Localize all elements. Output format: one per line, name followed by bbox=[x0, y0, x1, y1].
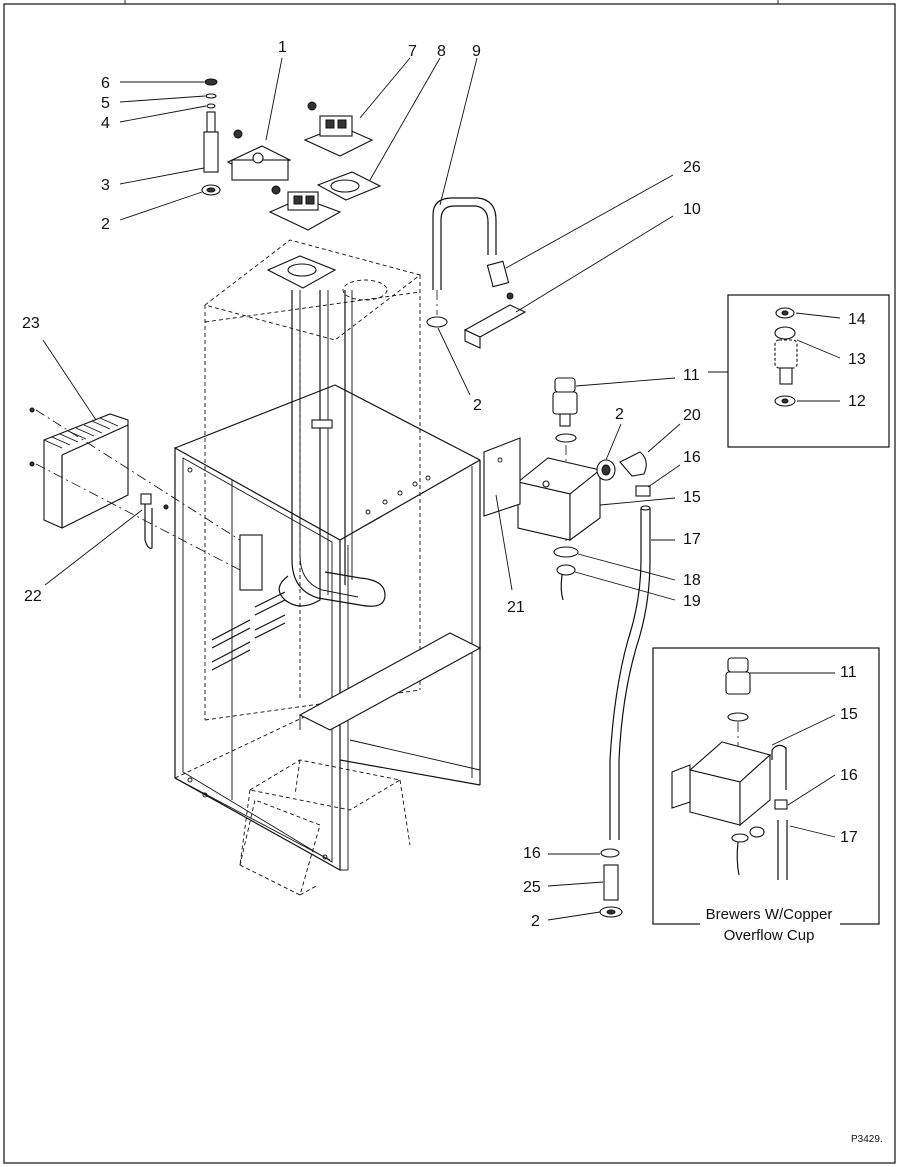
callout-23: 23 bbox=[22, 315, 40, 332]
callout-15: 15 bbox=[683, 489, 701, 506]
callout-11: 11 bbox=[683, 367, 700, 384]
callout-4: 4 bbox=[101, 115, 110, 132]
callout-15-inset: 15 bbox=[840, 706, 858, 723]
callout-17: 17 bbox=[683, 531, 701, 548]
drawing-id: P3429. bbox=[851, 1134, 883, 1145]
callout-20: 20 bbox=[683, 407, 701, 424]
callout-labels: 1 6 5 4 3 2 7 8 9 26 10 2 11 14 13 12 2 … bbox=[22, 39, 866, 930]
copper-cup-inset bbox=[671, 657, 788, 880]
callout-16-hose: 16 bbox=[523, 845, 541, 862]
callout-25: 25 bbox=[523, 879, 541, 896]
callout-12: 12 bbox=[848, 393, 866, 410]
callout-14: 14 bbox=[848, 311, 866, 328]
callout-2-tube: 2 bbox=[473, 397, 482, 414]
cup-fittings bbox=[553, 451, 651, 601]
inset-caption-line2: Overflow Cup bbox=[724, 927, 815, 944]
element-plate-upper bbox=[271, 101, 382, 201]
callout-18: 18 bbox=[683, 572, 701, 589]
callout-3: 3 bbox=[101, 177, 110, 194]
callout-2-cup: 2 bbox=[615, 406, 624, 423]
callout-11-inset: 11 bbox=[840, 664, 857, 681]
callout-21: 21 bbox=[507, 599, 525, 616]
sensor-probe-stack bbox=[201, 78, 221, 196]
callout-10: 10 bbox=[683, 201, 701, 218]
inset-box-probe bbox=[727, 294, 890, 448]
callout-7: 7 bbox=[408, 43, 417, 60]
spray-tube bbox=[426, 197, 510, 328]
callout-2-probe: 2 bbox=[101, 216, 110, 233]
water-tank bbox=[204, 239, 421, 721]
mounting-bracket bbox=[463, 292, 527, 349]
callout-22: 22 bbox=[24, 588, 42, 605]
cabinet-frame bbox=[174, 384, 482, 872]
leader-lines bbox=[42, 57, 841, 921]
callout-1: 1 bbox=[278, 39, 287, 56]
callout-26: 26 bbox=[683, 159, 701, 176]
callout-9: 9 bbox=[472, 43, 481, 60]
callout-8: 8 bbox=[437, 43, 446, 60]
probe-assembly-inset bbox=[774, 307, 798, 407]
callout-6: 6 bbox=[101, 75, 110, 92]
callout-16-inset: 16 bbox=[840, 767, 858, 784]
heating-element bbox=[278, 290, 386, 607]
callout-2-hose: 2 bbox=[531, 913, 540, 930]
wire-harness bbox=[140, 493, 169, 549]
callout-5: 5 bbox=[101, 95, 110, 112]
drip-tray-dashed bbox=[239, 759, 411, 896]
thermostat bbox=[226, 129, 292, 181]
callout-13: 13 bbox=[848, 351, 866, 368]
heat-sink bbox=[29, 407, 241, 571]
overflow-cup bbox=[483, 437, 602, 542]
callout-19: 19 bbox=[683, 593, 701, 610]
inset-caption-line1: Brewers W/Copper bbox=[706, 906, 833, 923]
callout-17-inset: 17 bbox=[840, 829, 858, 846]
drain-hose bbox=[599, 505, 651, 918]
page-border bbox=[3, 3, 896, 1164]
callout-16-cup: 16 bbox=[683, 449, 701, 466]
element-plate-lower bbox=[266, 191, 342, 289]
